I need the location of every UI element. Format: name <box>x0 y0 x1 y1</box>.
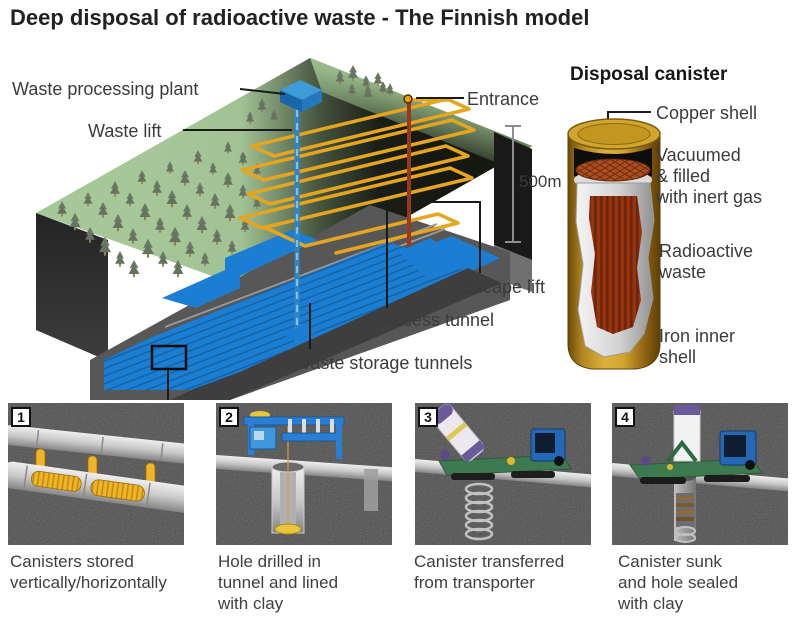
upper-tunnel <box>8 425 184 465</box>
canister-title: Disposal canister <box>570 64 728 85</box>
step-4-caption: Canister sunk and hole sealed with clay <box>618 552 739 613</box>
label-copper-shell: Copper shell <box>656 103 758 123</box>
label-waste-lift: Waste lift <box>88 121 162 141</box>
sealed-hole <box>674 473 696 543</box>
second-hole <box>364 469 378 511</box>
hoist-tower <box>673 410 701 462</box>
disposal-canister-cutaway <box>567 118 661 370</box>
lined-hole-coil <box>464 482 494 541</box>
step-3-caption: Canister transferred from transporter <box>414 552 565 592</box>
step-2-illustration <box>216 403 392 545</box>
step-1-illustration <box>8 403 184 545</box>
label-radioactive-waste: Radioactive waste <box>659 241 754 282</box>
transporter-vehicle <box>431 403 572 480</box>
step-2-number: 2 <box>219 407 239 427</box>
storage-area-right <box>398 236 500 280</box>
site-cutaway-diagram <box>36 58 661 400</box>
waste-processing-plant-building <box>280 80 322 112</box>
label-entrance: Entrance <box>467 89 540 109</box>
clay-lined-hole <box>271 425 305 535</box>
label-depth-500m: 500m <box>519 172 562 191</box>
label-escape-lift: Escape lift <box>462 277 546 297</box>
page-title: Deep disposal of radioactive waste - The… <box>10 5 590 30</box>
waste-lift-shaft <box>283 106 317 342</box>
step-2-caption: Hole drilled in tunnel and lined with cl… <box>218 552 339 613</box>
label-waste-processing-plant: Waste processing plant <box>12 79 199 99</box>
depth-bracket <box>505 125 521 243</box>
sealing-vehicle <box>629 405 763 484</box>
step-3-number: 3 <box>418 407 438 427</box>
access-tunnel-spiral <box>238 97 476 255</box>
label-iron-inner-shell: Iron inner shell <box>659 326 736 367</box>
step-1-caption: Canisters stored vertically/horizontally <box>10 552 167 592</box>
entrance-marker <box>403 94 413 104</box>
drilling-machine <box>243 411 345 459</box>
label-vacuum: Vacuumed & filled with inert gas <box>656 145 763 207</box>
step-4-number: 4 <box>615 407 635 427</box>
storage-area-upper <box>162 230 318 308</box>
label-access-tunnel: Access tunnel <box>382 310 495 330</box>
lower-tunnel-with-horizontal-canisters <box>8 461 184 513</box>
step-4-illustration <box>612 403 788 545</box>
drill-bit <box>274 523 302 535</box>
step-1-number: 1 <box>11 407 31 427</box>
step-3-illustration <box>415 403 591 545</box>
label-waste-storage-tunnels: Waste storage tunnels <box>294 353 473 373</box>
tunnel-floor <box>216 454 392 483</box>
